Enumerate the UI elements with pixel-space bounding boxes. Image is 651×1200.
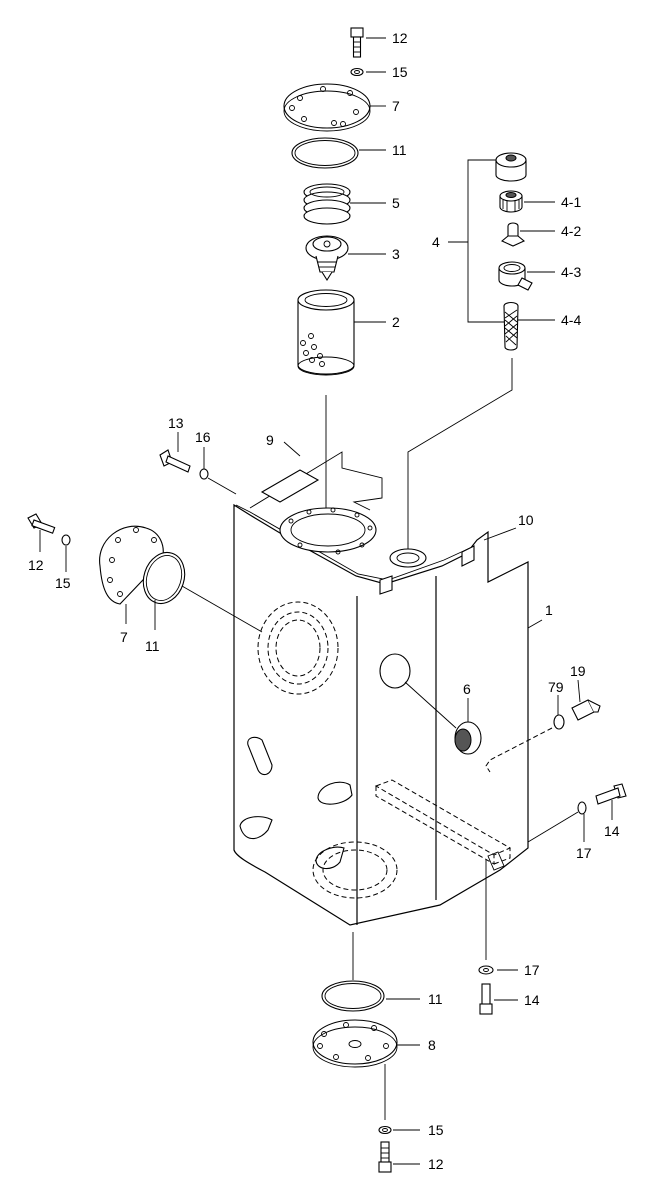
o-ring-11-left <box>142 551 186 605</box>
callout-9: 9 <box>266 432 274 448</box>
bolt-12-bottom <box>378 1141 392 1173</box>
valve-3 <box>305 235 349 282</box>
callout-4-3: 4-3 <box>561 264 581 280</box>
washer-15-left <box>61 534 71 546</box>
bolt-14-bottom <box>479 983 493 1015</box>
callout-16: 16 <box>195 429 211 445</box>
bolt-13-axis-line <box>207 477 237 495</box>
callout-15-top: 15 <box>392 64 408 80</box>
callout-4-4: 4-4 <box>561 312 581 328</box>
cover-plate-7-top <box>283 83 371 132</box>
washer-16 <box>199 468 209 480</box>
bolt-12-top <box>350 27 364 58</box>
callout-3: 3 <box>392 246 400 262</box>
callout-labels: 12 15 7 11 5 3 2 4 4-1 4-2 4-3 4-4 13 16… <box>28 30 620 1172</box>
o-ring-11-bottom <box>321 980 385 1012</box>
callout-1: 1 <box>545 602 553 618</box>
callout-8: 8 <box>428 1037 436 1053</box>
breather-strainer-4-4 <box>503 301 519 351</box>
callout-7-top: 7 <box>392 98 400 114</box>
callout-17-bottom: 17 <box>524 962 540 978</box>
callout-15-left: 15 <box>55 575 71 591</box>
bolt-13 <box>159 449 191 473</box>
plug-6 <box>454 721 482 755</box>
callout-14-right: 14 <box>604 823 620 839</box>
callout-19: 19 <box>570 663 586 679</box>
callout-5: 5 <box>392 195 400 211</box>
breather-part-4-2 <box>500 222 526 247</box>
side-cover-axis-line <box>181 585 263 633</box>
breather-part-4-3 <box>498 261 533 291</box>
filter-element-2 <box>297 289 355 376</box>
callout-79: 79 <box>548 679 564 695</box>
plug-6-axis-line <box>404 681 457 729</box>
callout-12-bottom: 12 <box>428 1156 444 1172</box>
callout-11-bottom: 11 <box>428 991 443 1007</box>
callout-10: 10 <box>518 512 534 528</box>
callout-12-left: 12 <box>28 557 44 573</box>
washer-15-bottom <box>378 1125 392 1135</box>
hydraulic-tank-body-1 <box>233 451 529 926</box>
washer-15-top <box>350 67 364 77</box>
breather-group-bracket <box>467 159 504 323</box>
o-ring-11-top <box>291 137 359 169</box>
callout-15-bottom: 15 <box>428 1122 444 1138</box>
bolt-12-left <box>27 513 56 534</box>
callout-17-right: 17 <box>576 845 592 861</box>
sensor-19 <box>571 699 601 721</box>
callout-2: 2 <box>392 314 400 330</box>
callout-6: 6 <box>463 681 471 697</box>
callout-12-top: 12 <box>392 30 408 46</box>
callout-13: 13 <box>168 415 184 431</box>
callout-leaders <box>39 37 613 1165</box>
callout-11-top: 11 <box>392 142 407 158</box>
callout-4: 4 <box>432 234 440 250</box>
bolt-14-right <box>595 783 627 805</box>
breather-part-4-1 <box>499 190 523 213</box>
callout-4-1: 4-1 <box>561 194 581 210</box>
sensor-axis-line <box>485 727 553 773</box>
bolt-14-axis-line <box>527 811 579 843</box>
side-cover-7 <box>99 525 164 605</box>
washer-17-right <box>577 801 587 815</box>
bottom-cover-8 <box>312 1019 398 1068</box>
callout-7-left: 7 <box>120 629 128 645</box>
washer-17-bottom <box>478 965 494 975</box>
callout-14-bottom: 14 <box>524 992 540 1008</box>
callout-11-left: 11 <box>145 638 160 654</box>
callout-4-2: 4-2 <box>561 223 581 239</box>
breather-axis-line <box>407 358 513 552</box>
o-ring-79 <box>553 714 565 730</box>
spring-5 <box>303 183 351 225</box>
breather-cap-4 <box>495 152 527 182</box>
